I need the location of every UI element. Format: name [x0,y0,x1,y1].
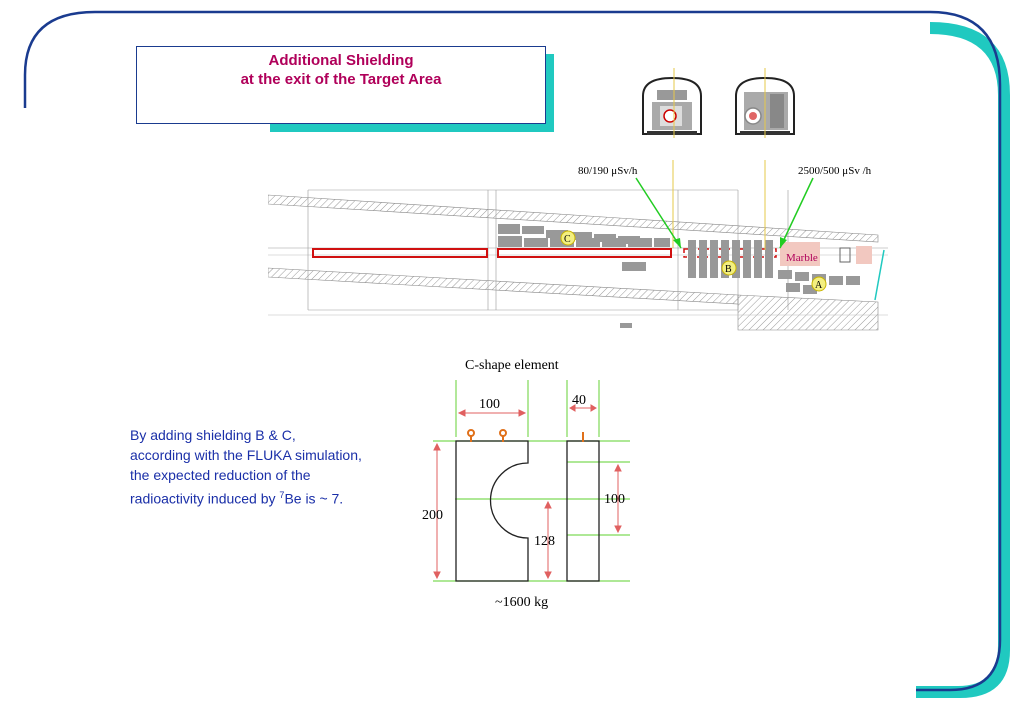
pipe-1 [312,248,488,258]
dim-side: 100 [604,492,625,507]
dose-right: 2500/500 μSv /h [798,165,872,177]
pipe-3 [683,248,777,258]
arrow-left [635,177,682,249]
body-line-1: By adding shielding B & C, [130,427,296,443]
tunnel-section-right [735,68,795,138]
label-c: C [564,234,571,245]
body-text: By adding shielding B & C, according wit… [130,425,420,509]
body-line-2: according with the FLUKA simulation, [130,447,362,463]
body-line-4: radioactivity induced by 7Be is ~ 7. [130,485,420,509]
upper-wall [268,194,879,243]
lower-wall [268,267,739,305]
shielding-b [688,240,773,278]
body-line-4-pre: radioactivity induced by [130,490,280,507]
beamline-drawing: Marble C B A [268,160,888,331]
tunnel-section-left [642,68,702,138]
label-b: B [725,264,732,275]
body-line-4-sup: 7 [279,490,285,500]
frame-border [23,10,1002,692]
title-box [136,46,546,124]
c-shape-title: C-shape element [465,358,559,373]
marble-block [780,242,820,266]
dim-depth: 40 [572,393,586,408]
dose-left: 80/190 μSv/h [578,165,638,177]
c-shape-drawing: C-shape element 100 40 200 128 100 ~1600… [422,358,630,610]
dimension-lines [307,189,789,311]
dose-labels: 80/190 μSv/h 2500/500 μSv /h [578,165,872,177]
slide-title: Additional Shielding at the exit of the … [136,51,546,89]
shielding-c [498,224,670,271]
arrow-right [779,177,814,249]
title-line-2: at the exit of the Target Area [240,71,442,88]
dim-gap: 128 [534,534,555,549]
frame-shadow [916,22,1010,698]
dim-height: 200 [422,508,443,523]
tunnel-cross-sections [642,68,795,138]
lifting-eyes [467,429,584,442]
title-line-1: Additional Shielding [268,52,414,69]
lower-wall-end [737,294,879,331]
pipe-2 [497,248,672,258]
body-line-4-post: Be is ~ 7. [284,490,344,507]
c-shape-front [455,440,529,582]
mass-label: ~1600 kg [495,595,548,610]
dim-width: 100 [479,397,500,412]
label-marble: Marble [786,252,818,264]
label-a: A [815,280,823,291]
body-line-3: the expected reduction of the [130,467,311,483]
